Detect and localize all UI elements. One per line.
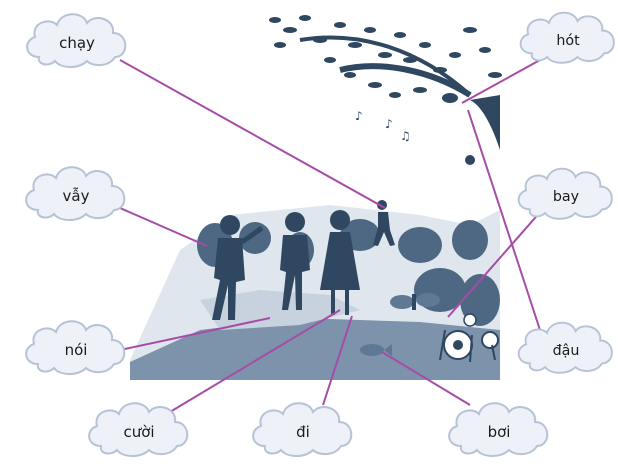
fish (360, 344, 392, 356)
line-boi (381, 351, 471, 406)
connector-lines (119, 59, 543, 413)
cloud-bay[interactable]: bay (517, 167, 613, 220)
tree: ♪ ♪ ♫ (269, 15, 502, 165)
line-dau (467, 109, 541, 331)
cloud-di[interactable]: đi (252, 402, 353, 457)
music-note-icon: ♪ (355, 109, 363, 123)
cloud-hot[interactable]: hót (519, 11, 615, 64)
cloud-chay[interactable]: chạy (26, 13, 127, 68)
cloud-vay[interactable]: vẫy (25, 166, 126, 221)
park-illustration: ♪ ♪ ♫ (130, 15, 502, 380)
word-bay: bay (553, 189, 580, 205)
line-noi (119, 317, 271, 351)
word-clouds: chạy hót vẫy bay nói đậu cười đi (25, 11, 615, 457)
word-boi: bơi (488, 423, 511, 441)
word-vay: vẫy (63, 187, 90, 205)
fruit (465, 155, 475, 165)
line-cuoi (169, 309, 341, 413)
cloud-cuoi[interactable]: cười (88, 402, 189, 457)
line-vay (119, 207, 208, 247)
word-noi: nói (65, 341, 88, 359)
bird (442, 93, 458, 103)
butterfly (390, 293, 440, 310)
word-hot: hót (556, 33, 580, 49)
word-di: đi (296, 423, 310, 441)
music-note-icon: ♫ (400, 129, 411, 143)
word-dau: đậu (553, 343, 580, 359)
flowers (439, 313, 499, 363)
line-chay (119, 59, 386, 209)
line-hot (461, 59, 541, 104)
children (212, 200, 395, 320)
music-note-icon: ♪ (385, 117, 393, 131)
word-chay: chạy (59, 34, 95, 52)
line-di (322, 315, 353, 406)
cloud-dau[interactable]: đậu (517, 321, 613, 374)
word-cuoi: cười (123, 423, 154, 441)
line-bay (447, 209, 543, 318)
cloud-boi[interactable]: bơi (448, 402, 549, 457)
cloud-noi[interactable]: nói (25, 320, 126, 375)
